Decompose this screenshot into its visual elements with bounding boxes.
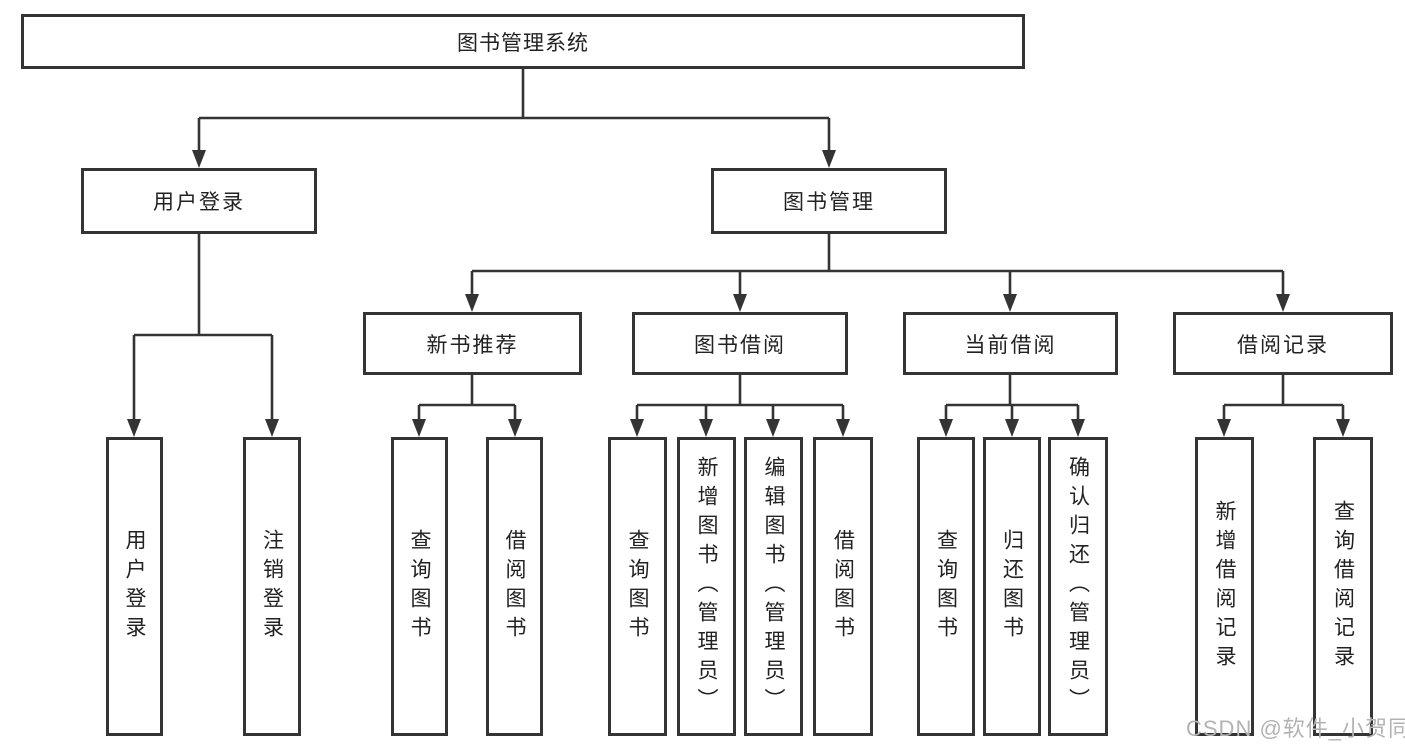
leaf-logout: 注销登录 bbox=[243, 437, 301, 736]
leaf-confirm-return-admin: 确认归还（管理员） bbox=[1048, 437, 1108, 736]
leaf-query-books-recommend: 查询图书 bbox=[391, 437, 448, 736]
leaf-query-borrow-record: 查询借阅记录 bbox=[1313, 437, 1373, 736]
leaf-borrow-books: 借阅图书 bbox=[813, 437, 873, 736]
leaf-user-login: 用户登录 bbox=[106, 437, 163, 736]
node-new-book-recommend: 新书推荐 bbox=[363, 312, 582, 375]
node-book-management: 图书管理 bbox=[711, 168, 947, 234]
leaf-query-books-current: 查询图书 bbox=[917, 437, 975, 736]
csdn-watermark: CSDN @软件_小贺同学 bbox=[1186, 716, 1405, 741]
leaf-borrow-books-recommend: 借阅图书 bbox=[486, 437, 543, 736]
node-root-title: 图书管理系统 bbox=[21, 14, 1025, 69]
node-user-login: 用户登录 bbox=[81, 168, 317, 234]
leaf-edit-book-admin: 编辑图书（管理员） bbox=[744, 437, 803, 736]
leaf-add-book-admin: 新增图书（管理员） bbox=[677, 437, 736, 736]
node-borrow-records: 借阅记录 bbox=[1173, 312, 1393, 375]
leaf-add-borrow-record: 新增借阅记录 bbox=[1195, 437, 1254, 736]
node-book-borrow: 图书借阅 bbox=[632, 312, 848, 375]
leaf-return-book: 归还图书 bbox=[983, 437, 1041, 736]
leaf-query-books-borrow: 查询图书 bbox=[608, 437, 667, 736]
node-current-borrow: 当前借阅 bbox=[903, 312, 1118, 375]
